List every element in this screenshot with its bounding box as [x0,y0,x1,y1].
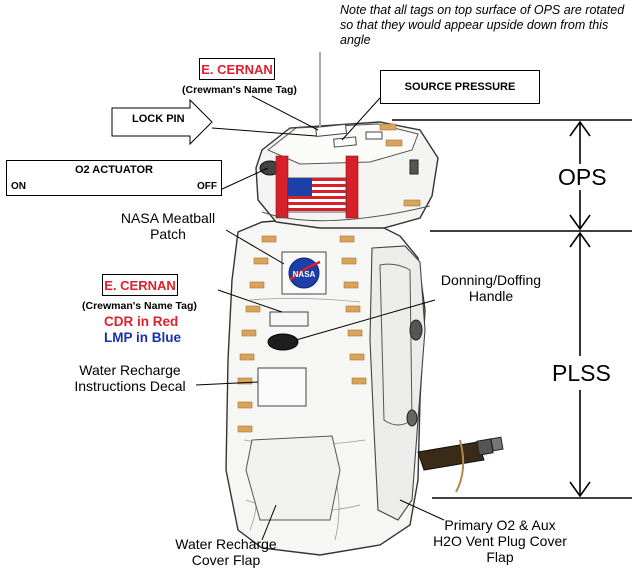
o2-actuator-title: O2 ACTUATOR [74,164,154,176]
plss-dimension-label: PLSS [552,360,611,386]
ops-dimension-label: OPS [558,164,607,190]
water-flap-label: Water Recharge Cover Flap [175,536,277,568]
water-decal-label: Water Recharge Instructions Decal [74,362,186,394]
orientation-note: Note that all tags on top surface of OPS… [340,3,625,47]
dimension-lines [392,119,632,499]
o2-actuator-box: O2 ACTUATOR ON OFF [6,160,222,196]
ops-name-tag-caption: (Crewman's Name Tag) [182,84,297,96]
water-decal [257,367,307,407]
ops-name-tag: E. CERNAN [199,58,275,80]
us-flag [287,177,347,213]
vent-hose [417,441,485,471]
lock-pin-arrow [111,98,213,146]
plss-name-tag: E. CERNAN [102,274,178,296]
ops-red-strap-right [345,155,359,219]
strap-pads-left [237,235,277,433]
ops-top-tag [315,123,347,137]
cdr-note: CDR in Red [104,314,179,329]
donning-handle-plate [269,311,309,327]
source-pressure-label: SOURCE PRESSURE [404,81,516,93]
side-knob [409,319,423,341]
vent-flap-label: Primary O2 & Aux H2O Vent Plug Cover Fla… [433,517,567,565]
strap-pads-right [339,235,367,385]
donning-handle [267,333,299,351]
source-pressure-box: SOURCE PRESSURE [380,70,540,104]
svg-text:NASA: NASA [293,270,316,279]
plss-name-tag-caption: (Crewman's Name Tag) [82,300,197,312]
o2-actuator-on: ON [11,181,26,192]
water-cover-flap [245,435,341,521]
donning-label: Donning/Doffing Handle [440,272,542,304]
lock-pin-label: LOCK PIN [132,113,185,125]
ops-red-strap-left [275,155,289,219]
lmp-note: LMP in Blue [104,330,182,345]
vent-fitting [476,438,494,456]
o2-actuator-off: OFF [197,181,217,192]
meatball-label: NASA Meatball Patch [120,210,216,242]
